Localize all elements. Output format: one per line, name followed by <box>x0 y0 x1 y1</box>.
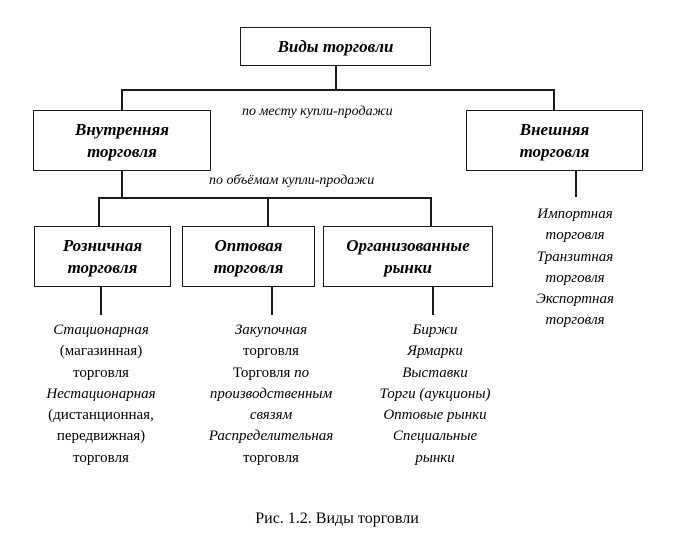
list-item: Распределительная <box>180 426 362 447</box>
connector-retail-down <box>100 286 102 315</box>
wholesale-trade-line1: Оптовая <box>214 235 283 255</box>
list-item-text: Ярмарки <box>407 343 463 360</box>
list-item: торговля <box>180 341 362 362</box>
connector-to-external <box>553 89 555 111</box>
list-item-text: торговля <box>73 364 129 381</box>
list-item: (магазинная) <box>20 341 182 362</box>
organized-markets-line1: Организованные <box>346 235 470 255</box>
list-item-text: (магазинная) <box>59 343 143 360</box>
connector-wholesale-down <box>271 286 273 315</box>
list-item-text: Торговля <box>232 364 291 381</box>
list-item-text: торговля <box>243 449 299 466</box>
list-item-text: Распределительная <box>208 428 334 445</box>
retail-trade-line1: Розничная <box>62 235 143 255</box>
list-item: торговля <box>180 448 362 469</box>
figure-caption: Рис. 1.2. Виды торговли <box>255 510 419 527</box>
list-item: Оптовые рынки <box>350 405 520 426</box>
list-item: торговля <box>20 363 182 384</box>
list-item-text: торговля <box>545 227 605 244</box>
internal-trade-node: Внутренняя торговля <box>33 110 211 171</box>
list-item: Ярмарки <box>350 341 520 362</box>
list-item: Специальные <box>350 426 520 447</box>
retail-trade-node: Розничная торговля <box>34 226 171 287</box>
connector-organized-down <box>432 286 434 315</box>
root-node: Виды торговли <box>240 27 431 66</box>
criterion-by-place: по месту купли-продажи <box>242 104 393 119</box>
connector-internal-down <box>121 170 123 198</box>
retail-trade-line2: торговля <box>67 257 138 277</box>
connector-to-retail <box>98 197 100 227</box>
connector-to-internal <box>121 89 123 111</box>
list-item-text: Транзитная <box>536 248 614 265</box>
external-trade-node: Внешняя торговля <box>466 110 643 171</box>
list-item: Закупочная <box>180 320 362 341</box>
list-item-text: Импортная <box>537 206 613 222</box>
external-trade-line2: торговля <box>519 141 590 161</box>
list-item: Стационарная <box>20 320 182 341</box>
list-item-text: торговля <box>545 269 605 286</box>
list-item-text: Закупочная <box>234 322 308 338</box>
list-item-text: Выставки <box>402 364 468 381</box>
list-item-text: (дистанционная, <box>48 407 154 424</box>
list-item-text: рынки <box>415 449 455 466</box>
connector-to-wholesale <box>267 197 269 227</box>
list-item-text: Биржи <box>412 322 458 338</box>
list-item-text: производственным <box>209 385 333 402</box>
list-item: торговля <box>500 310 650 331</box>
list-item-text: Оптовые рынки <box>383 407 487 424</box>
list-item-text: торговля <box>243 343 299 360</box>
list-item: торговля <box>500 268 650 289</box>
organized-markets-line2: рынки <box>384 257 432 277</box>
list-item-text: Нестационарная <box>46 385 156 402</box>
external-trade-line1: Внешняя <box>519 119 590 139</box>
list-item: Экспортная <box>500 289 650 310</box>
list-item: Импортная <box>500 204 650 225</box>
connector-root-down <box>335 65 337 90</box>
list-item-text: торговля <box>545 312 605 329</box>
wholesale-trade-line2: торговля <box>213 257 284 277</box>
internal-trade-line2: торговля <box>87 141 157 161</box>
list-item: передвижная) <box>20 426 182 447</box>
list-item-suffix: по <box>290 364 310 381</box>
list-item-text: Специальные <box>392 428 478 445</box>
internal-trade-line1: Внутренняя <box>75 119 169 139</box>
connector-to-organized <box>430 197 432 227</box>
list-item-text: Торги (аукционы) <box>379 385 491 402</box>
list-item-text: торговля <box>73 449 129 466</box>
list-item: Выставки <box>350 363 520 384</box>
list-item: Торги (аукционы) <box>350 384 520 405</box>
criterion-by-volume: по объёмам купли-продажи <box>209 173 375 188</box>
list-item-text: передвижная) <box>56 428 146 445</box>
list-item-text: Экспортная <box>536 291 614 308</box>
root-node-label: Виды торговли <box>277 36 394 56</box>
connector-level1-bus <box>121 89 555 91</box>
list-item: Транзитная <box>500 247 650 268</box>
list-item: торговля <box>20 448 182 469</box>
wholesale-trade-node: Оптовая торговля <box>182 226 315 287</box>
list-item: производственным <box>180 384 362 405</box>
list-item-text: Стационарная <box>53 322 149 338</box>
organized-markets-node: Организованные рынки <box>323 226 493 287</box>
list-item: Нестационарная <box>20 384 182 405</box>
list-item: Биржи <box>350 320 520 341</box>
connector-external-down <box>575 170 577 197</box>
list-item: рынки <box>350 448 520 469</box>
connector-level2-bus <box>98 197 431 199</box>
list-item: (дистанционная, <box>20 405 182 426</box>
list-item: связям <box>180 405 362 426</box>
list-item: Торговля по <box>180 363 362 384</box>
list-item: торговля <box>500 225 650 246</box>
list-item-text: связям <box>249 407 293 424</box>
